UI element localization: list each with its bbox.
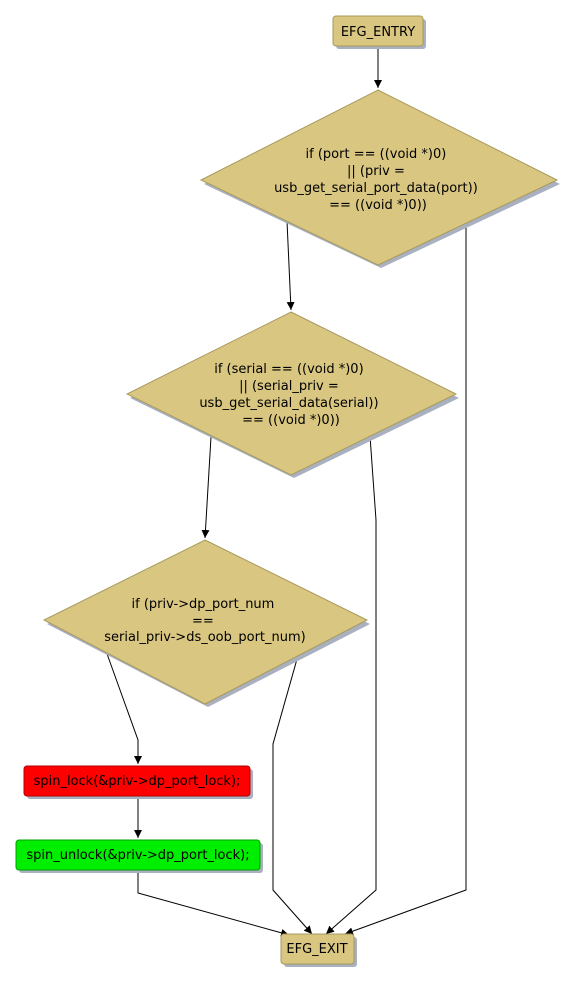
serial-check-line: if (serial == ((void *)0)	[214, 362, 363, 377]
node-serial-check: if (serial == ((void *)0) || (serial_pri…	[125, 311, 459, 478]
node-spin-unlock: spin_unlock(&priv->dp_port_lock);	[15, 839, 263, 873]
serial-check-line: usb_get_serial_data(serial))	[199, 396, 378, 411]
node-port-check-label: if (port == ((void *)0) || (priv = usb_g…	[274, 147, 482, 213]
node-entry: EFG_ENTRY	[332, 15, 426, 49]
port-check-line: if (port == ((void *)0)	[306, 147, 447, 162]
node-spin-lock: spin_lock(&priv->dp_port_lock);	[23, 765, 253, 799]
port-check-line: || (priv =	[347, 164, 405, 179]
serial-check-line: == ((void *)0))	[242, 413, 340, 428]
edge-portnum-check-to-spin-lock	[105, 650, 142, 764]
node-exit-label: EFG_EXIT	[286, 942, 347, 957]
node-spin-lock-label: spin_lock(&priv->dp_port_lock);	[34, 774, 241, 789]
node-portnum-check-label: if (priv->dp_port_num == serial_priv->ds…	[104, 597, 306, 645]
edge-spin-unlock-to-exit	[137, 870, 290, 937]
edge-portnum-check-to-exit	[272, 651, 313, 935]
port-check-line: usb_get_serial_port_data(port))	[274, 181, 478, 196]
node-portnum-check: if (priv->dp_port_num == serial_priv->ds…	[42, 539, 370, 707]
node-diamond	[125, 311, 458, 476]
edge-port-check-to-serial-check	[286, 220, 295, 311]
portnum-check-line: ==	[192, 614, 214, 629]
node-diamond	[42, 539, 369, 705]
serial-check-line: || (serial_priv =	[239, 379, 339, 394]
node-box	[15, 839, 261, 871]
portnum-check-line: if (priv->dp_port_num	[132, 597, 275, 612]
edge-port-check-to-exit	[344, 218, 467, 936]
node-box	[332, 15, 424, 47]
node-box	[23, 765, 251, 797]
portnum-check-line: serial_priv->ds_oob_port_num)	[104, 630, 306, 645]
node-box	[280, 933, 355, 965]
edge-serial-check-to-exit	[325, 435, 377, 935]
node-port-check: if (port == ((void *)0) || (priv = usb_g…	[199, 89, 560, 268]
port-check-line: == ((void *)0))	[329, 198, 427, 213]
node-entry-label: EFG_ENTRY	[341, 25, 415, 40]
node-exit: EFG_EXIT	[280, 933, 357, 967]
node-serial-check-label: if (serial == ((void *)0) || (serial_pri…	[199, 362, 382, 428]
node-spin-unlock-label: spin_unlock(&priv->dp_port_lock);	[26, 848, 249, 863]
edges	[105, 46, 467, 937]
edge-serial-check-to-portnum-check	[201, 436, 212, 539]
node-diamond	[199, 89, 559, 266]
